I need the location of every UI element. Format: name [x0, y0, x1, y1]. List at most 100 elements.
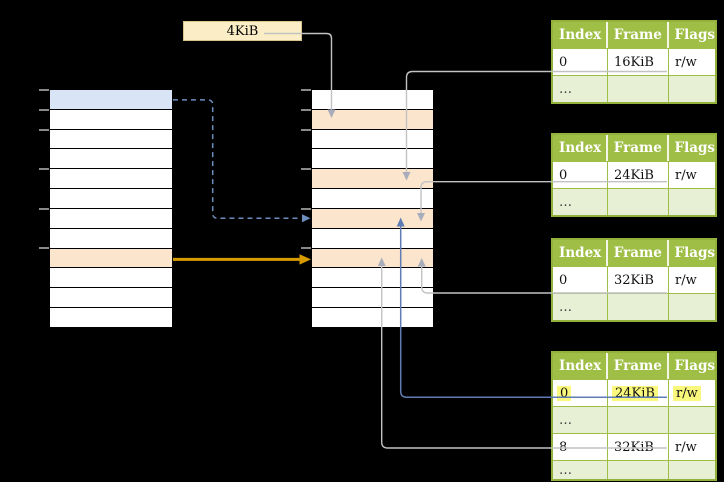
page-table-16kib-header-flags: Flags: [674, 27, 716, 43]
page-table-16kib-row-0-cell-0: 0: [553, 49, 608, 75]
page-table-24kib-row-0-cell-0: 0: [553, 162, 608, 188]
page-table-level4-row-0-cell-0: 0: [553, 380, 608, 406]
virtual-memory-row-4: [50, 148, 172, 169]
page-table-16kib-row-0-cell-2: r/w: [675, 54, 697, 70]
physical-memory-address-tick: [301, 128, 311, 131]
physical-memory-address-tick: [301, 207, 311, 210]
virtual-memory-row-5: [50, 168, 172, 189]
page-table-level4-row-3-cell-0: …: [553, 461, 608, 479]
page-table-24kib-header-flags: Flags: [674, 140, 716, 156]
physical-memory-row-7: [312, 207, 433, 228]
page-table-16kib-row-1-cell-2: [669, 76, 715, 102]
virtual-memory-row-12: [50, 307, 172, 327]
page-table-24kib-row-0-cell-2: r/w: [675, 167, 697, 183]
physical-memory-row-3: [312, 128, 433, 149]
page-table-24kib-header-index: Index: [553, 135, 608, 161]
page-table-32kib-row-1-cell-1: [608, 294, 669, 320]
page-table-32kib-row-1-cell-2: [669, 294, 715, 320]
page-table-24kib-header-frame: Frame: [608, 135, 669, 161]
virtual-memory-row-2: [50, 108, 172, 129]
virtual-memory-row-8: [50, 227, 172, 248]
page-table-level4-row-2-cell-2: r/w: [675, 439, 697, 455]
page-table-24kib-row-0-cell-1: 24KiB: [608, 162, 669, 188]
page-size-text: 4KiB: [226, 23, 259, 39]
virtual-memory-address-tick: [39, 168, 49, 170]
physical-memory-address-tick: [301, 89, 311, 91]
virtual-memory-row-3: [50, 128, 172, 149]
page-table-32kib-header-index: Index: [553, 240, 608, 266]
page-table-level4-header-index: Index: [553, 353, 608, 379]
virtual-memory-row-1: [50, 90, 172, 109]
physical-memory-address-tick: [301, 247, 311, 249]
page-table-level4-row-3: …: [553, 460, 715, 479]
virtual-memory-row-11: [50, 287, 172, 308]
physical-memory-address-tick: [301, 108, 311, 111]
page-table-24kib-row-1-cell-0: …: [553, 189, 608, 215]
physical-memory-row-2: [312, 108, 433, 129]
page-table-level4-row-2-cell-0: 8: [553, 434, 608, 460]
page-table-level4-row-0-cell-1: 24KiB: [608, 380, 669, 406]
highlighted-value: 24KiB: [612, 385, 658, 401]
page-table-32kib-row-0-cell-1: 32KiB: [608, 267, 669, 293]
physical-memory-table: [301, 89, 434, 328]
virtual-memory-row-6: [50, 188, 172, 208]
page-table-level4-row-2-cell-1: 32KiB: [608, 434, 669, 460]
physical-memory-row-1: [312, 90, 433, 109]
physical-memory-row-10: [312, 267, 433, 288]
page-table-level4-row-0: 0 24KiB r/w: [553, 379, 715, 406]
page-table-32kib-row-0-cell-0: 0: [553, 267, 608, 293]
page-table-level4-row-0-cell-2: r/w: [669, 380, 715, 406]
physical-memory-row-8: [312, 227, 433, 248]
physical-memory-address-tick: [301, 168, 311, 170]
page-table-16kib-header-index: Index: [553, 22, 608, 48]
page-table-32kib-row-1: …: [553, 293, 715, 320]
connector-virtual-page9-to-frame9: [173, 254, 311, 265]
page-table-16kib-header-frame: Frame: [608, 22, 669, 48]
virtual-memory-row-10: [50, 267, 172, 288]
page-table-level4-header-flags: Flags: [674, 358, 716, 374]
highlighted-value: 0: [557, 385, 572, 401]
page-table-24kib-row-1: …: [553, 188, 715, 215]
page-table-level4-row-1-cell-1: [608, 407, 669, 433]
physical-memory-row-6: [312, 188, 433, 208]
virtual-memory-table: [39, 89, 173, 328]
physical-memory-row-5: [312, 168, 433, 189]
page-table-24kib-row-1-cell-1: [608, 189, 669, 215]
page-size-label: 4KiB: [183, 21, 302, 41]
page-table-level4-row-1-cell-2: [669, 407, 715, 433]
page-table-32kib-header-flags: Flags: [674, 245, 716, 261]
physical-memory-row-12: [312, 307, 433, 327]
page-table-level4-row-1-cell-0: …: [553, 407, 608, 433]
page-table-32kib-header-frame: Frame: [608, 240, 669, 266]
highlighted-value: r/w: [673, 385, 701, 401]
virtual-memory-row-7: [50, 207, 172, 228]
physical-memory-row-9: [312, 247, 433, 268]
virtual-memory-address-tick: [39, 89, 49, 91]
virtual-memory-row-9: [50, 247, 172, 268]
page-table-level4-row-1: …: [553, 406, 715, 433]
virtual-memory-address-tick: [39, 128, 49, 131]
page-table-16kib-row-0-cell-1: 16KiB: [608, 49, 669, 75]
page-table-16kib-row-1: …: [553, 75, 715, 102]
page-table-level4-header-frame: Frame: [608, 353, 669, 379]
virtual-memory-address-tick: [39, 207, 49, 210]
page-table-level4-row-3-cell-2: [669, 461, 715, 479]
page-table-16kib-row-1-cell-0: …: [553, 76, 608, 102]
physical-memory-row-4: [312, 148, 433, 169]
virtual-memory-address-tick: [39, 108, 49, 111]
connector-virtual-page1-to-frame7: [173, 99, 311, 223]
virtual-memory-address-tick: [39, 247, 49, 249]
